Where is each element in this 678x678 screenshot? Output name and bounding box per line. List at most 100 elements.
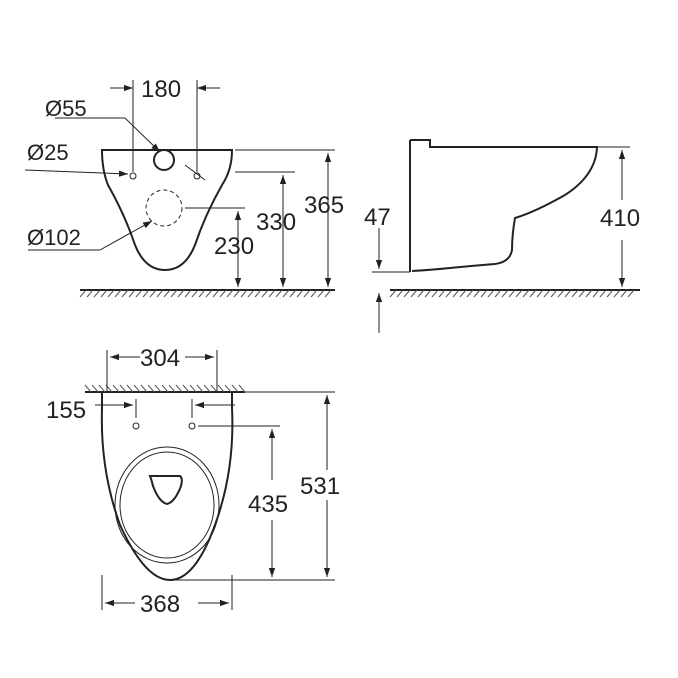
hatch-line (191, 289, 199, 298)
hatch-line (550, 289, 558, 298)
hatch-line (396, 289, 404, 298)
hatch-line (231, 384, 239, 393)
hatch-line (480, 289, 488, 298)
hatch-line (140, 384, 148, 393)
hatch-line (282, 289, 290, 298)
hatch-line (149, 289, 157, 298)
hatch-line (226, 289, 234, 298)
dim-180-label: 180 (141, 76, 181, 103)
hatch-line (424, 289, 432, 298)
hatch-line (508, 289, 516, 298)
front-bowl-outline (100, 149, 234, 272)
front-hole-d102 (145, 189, 183, 227)
hatch-line (571, 289, 579, 298)
hatch-line (203, 384, 211, 393)
top-wall (84, 384, 246, 393)
hatch-line (147, 384, 155, 393)
hatch-line (156, 289, 164, 298)
hatch-line (487, 289, 495, 298)
hatch-line (217, 384, 225, 393)
hatch-line (268, 289, 276, 298)
side-floor (389, 289, 640, 298)
hatch-line (473, 289, 481, 298)
hatch-line (494, 289, 502, 298)
hatch-line (198, 289, 206, 298)
dim-155-label: 155 (46, 397, 86, 424)
hatch-line (543, 289, 551, 298)
hatch-line (275, 289, 283, 298)
hatch-line (564, 289, 572, 298)
side-view: 410 47 (364, 139, 640, 333)
dim-330-label: 330 (256, 209, 296, 236)
hatch-line (247, 289, 255, 298)
hatch-line (522, 289, 530, 298)
hatch-line (86, 289, 94, 298)
dim-304-label: 304 (140, 345, 180, 372)
hatch-line (196, 384, 204, 393)
front-view: 180 Ø55 Ø25 Ø102 330 365 230 (24, 76, 344, 298)
hatch-line (310, 289, 318, 298)
dim-368-label: 368 (140, 591, 180, 618)
top-outlet (148, 475, 183, 506)
hatch-line (233, 289, 241, 298)
hatch-line (219, 289, 227, 298)
hatch-line (210, 384, 218, 393)
hatch-line (114, 289, 122, 298)
hatch-line (91, 384, 99, 393)
hatch-line (184, 289, 192, 298)
front-hole-d55 (153, 149, 175, 171)
hatch-line (317, 289, 325, 298)
hatch-line (529, 289, 537, 298)
hatch-line (613, 289, 621, 298)
dim-230-label: 230 (214, 233, 254, 260)
front-floor (79, 289, 335, 298)
hatch-line (107, 289, 115, 298)
hatch-line (133, 384, 141, 393)
hatch-line (135, 289, 143, 298)
hatch-line (459, 289, 467, 298)
dim-47-label: 47 (364, 204, 391, 231)
dim-d25-label: Ø25 (27, 140, 69, 165)
hatch-line (620, 289, 628, 298)
top-view: 304 155 435 531 368 (46, 345, 340, 618)
hatch-line (515, 289, 523, 298)
hatch-line (98, 384, 106, 393)
hatch-line (112, 384, 120, 393)
top-rim-outer (114, 446, 220, 564)
hatch-line (142, 289, 150, 298)
hatch-line (599, 289, 607, 298)
dim-d102-label: Ø102 (27, 225, 81, 250)
hatch-line (452, 289, 460, 298)
hatch-line (84, 384, 92, 393)
hatch-line (410, 289, 418, 298)
hatch-line (154, 384, 162, 393)
top-bolt-hole-right (188, 422, 196, 430)
hatch-line (238, 384, 246, 393)
top-bolt-hole-left (132, 422, 140, 430)
hatch-line (175, 384, 183, 393)
hatch-line (161, 384, 169, 393)
hatch-line (240, 289, 248, 298)
hatch-line (445, 289, 453, 298)
hatch-line (170, 289, 178, 298)
hatch-line (606, 289, 614, 298)
hatch-line (212, 289, 220, 298)
hatch-line (93, 289, 101, 298)
side-bowl-outline (410, 139, 599, 272)
dim-365-label: 365 (304, 192, 344, 219)
hatch-line (163, 289, 171, 298)
hatch-line (578, 289, 586, 298)
dim-410-label: 410 (600, 205, 640, 232)
hatch-line (431, 289, 439, 298)
hatch-line (501, 289, 509, 298)
hatch-line (254, 289, 262, 298)
hatch-line (224, 384, 232, 393)
dim-435-label: 435 (248, 491, 288, 518)
hatch-line (389, 289, 397, 298)
hatch-line (303, 289, 311, 298)
hatch-line (121, 289, 129, 298)
hatch-line (100, 289, 108, 298)
hatch-line (126, 384, 134, 393)
hatch-line (296, 289, 304, 298)
